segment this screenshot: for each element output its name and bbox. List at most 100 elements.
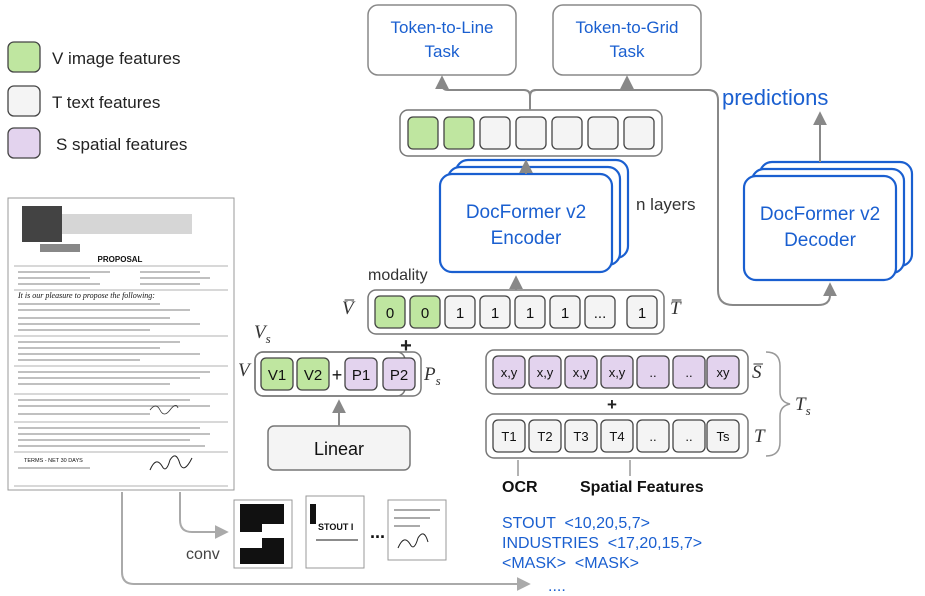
text-cell-6 (672, 419, 706, 453)
document-script-line: It is our pleasure to propose the follow… (17, 291, 155, 300)
text-cell-4-text: T4 (609, 429, 624, 444)
visual-cell-v1 (260, 357, 294, 391)
linear-box: Linear (267, 425, 411, 471)
v-symbol: V (238, 360, 252, 381)
text-cell-3-text: T3 (573, 429, 588, 444)
text-cell-7 (706, 419, 740, 453)
visual-cell-v2-text: V2 (304, 367, 322, 384)
conv-label: conv (186, 546, 220, 563)
output-cell-v1 (407, 116, 439, 150)
plus-spatial-text: + (607, 395, 617, 414)
modality-cell-1 (374, 295, 406, 329)
decoder-title-2: Decoder (784, 230, 856, 251)
token-to-grid-task-label-1: Token-to-Grid (576, 18, 679, 37)
spatial-cell-3-text: x,y (573, 365, 590, 380)
spatial-cell-1-text: x,y (501, 365, 518, 380)
output-cell-v2 (443, 116, 475, 150)
arrow-to-grid-task (529, 75, 634, 97)
text-cell-7-text: Ts (717, 429, 731, 444)
visual-cell-p2-text: P2 (390, 367, 408, 384)
text-cell-1 (492, 419, 526, 453)
encoder-title-2: Encoder (491, 228, 562, 249)
modality-cell-2 (409, 295, 441, 329)
text-cell-6-text: .. (685, 429, 692, 444)
modality-row: 0 0 1 1 1 1 ... 1 (367, 289, 665, 335)
predictions-label: predictions (722, 85, 828, 110)
plus-modality: + (400, 335, 412, 357)
arrow-output-to-decoder (529, 89, 837, 306)
spatial-cell-3 (564, 355, 598, 389)
document-image: PROPOSAL It is (7, 197, 235, 491)
decoder-stack: DocFormer v2 Decoder (742, 160, 914, 282)
arrow-to-line-task (435, 75, 531, 110)
ocr-line-3: <MASK> <MASK> (502, 555, 639, 572)
arrow-doc-to-crops (179, 492, 229, 539)
modality-cell-4-text: 1 (491, 305, 499, 322)
vs-symbol: Vs (254, 322, 271, 346)
modality-cell-7 (584, 295, 616, 329)
position-features-row: P1 P2 (254, 351, 422, 397)
linear-label: Linear (314, 439, 364, 459)
modality-cell-5 (514, 295, 546, 329)
document-signature-2 (149, 455, 193, 471)
text-cell-2-text: T2 (537, 429, 552, 444)
token-to-line-task-label-2: Task (425, 42, 460, 61)
spatial-cell-6 (672, 355, 706, 389)
document-heading: PROPOSAL (98, 255, 143, 264)
ocr-label: OCR (502, 479, 538, 496)
spatial-cell-4 (600, 355, 634, 389)
modality-t-symbol: T̅ (670, 298, 682, 319)
legend: V image features T text features S spati… (7, 41, 187, 159)
text-t-symbol: T (754, 426, 766, 447)
output-cell-t1 (479, 116, 511, 150)
modality-label: modality (368, 267, 428, 284)
text-cell-2 (528, 419, 562, 453)
spatial-cell-2-text: x,y (537, 365, 554, 380)
image-crop-3 (387, 499, 447, 561)
ocr-line-1: STOUT <10,20,5,7> (502, 515, 650, 532)
encoder-stack: DocFormer v2 Encoder (438, 158, 630, 274)
ts-symbol: Ts (795, 394, 811, 418)
token-to-line-task-label-1: Token-to-Line (390, 18, 493, 37)
document-text-lines (18, 271, 210, 469)
spatial-cell-5-text: .. (649, 365, 656, 380)
visual-cell-p1-box (344, 357, 378, 391)
modality-cell-1-text: 0 (386, 305, 394, 322)
text-cell-3 (564, 419, 598, 453)
output-cell-t4 (587, 116, 619, 150)
spatial-cell-1 (492, 355, 526, 389)
modality-cell-4 (479, 295, 511, 329)
document-form-lines (14, 265, 228, 487)
visual-cell-v1-text: V1 (268, 367, 286, 384)
visual-cell-v2 (296, 357, 330, 391)
spatial-features-label: Spatial Features (580, 479, 704, 496)
arrow-doc-to-ocr (121, 492, 531, 591)
modality-cell-8-text: 1 (638, 305, 646, 322)
decoder-title-1: DocFormer v2 (760, 204, 880, 225)
token-to-line-task-box: Token-to-Line Task (367, 4, 517, 76)
spatial-s-symbol: S̅ (752, 362, 763, 383)
visual-plus: + (332, 365, 343, 385)
modality-cell-7-text: ... (594, 305, 607, 322)
token-to-grid-task-box: Token-to-Grid Task (552, 4, 702, 76)
ocr-line-4: .... (548, 578, 566, 595)
encoder-output-row (399, 109, 663, 157)
token-to-grid-task-label-2: Task (610, 42, 645, 61)
document-logo-blur (22, 206, 62, 242)
n-layers-label: n layers (636, 195, 696, 214)
text-cell-1-text: T1 (501, 429, 516, 444)
modality-cell-8 (626, 295, 658, 329)
document-signature (149, 405, 179, 415)
text-cell-4 (600, 419, 634, 453)
legend-v-swatch (7, 41, 41, 73)
text-cell-5-text: .. (649, 429, 656, 444)
document-terms: TERMS - NET 30 DAYS (24, 458, 83, 464)
output-cell-t5 (623, 116, 655, 150)
ts-brace (765, 351, 791, 457)
ocr-line-2: INDUSTRIES <17,20,15,7> (502, 535, 702, 552)
spatial-cell-7-text: xy (717, 365, 731, 380)
ps-symbol: Ps (423, 364, 441, 388)
image-crop-1 (233, 499, 293, 569)
modality-cell-6-text: 1 (561, 305, 569, 322)
